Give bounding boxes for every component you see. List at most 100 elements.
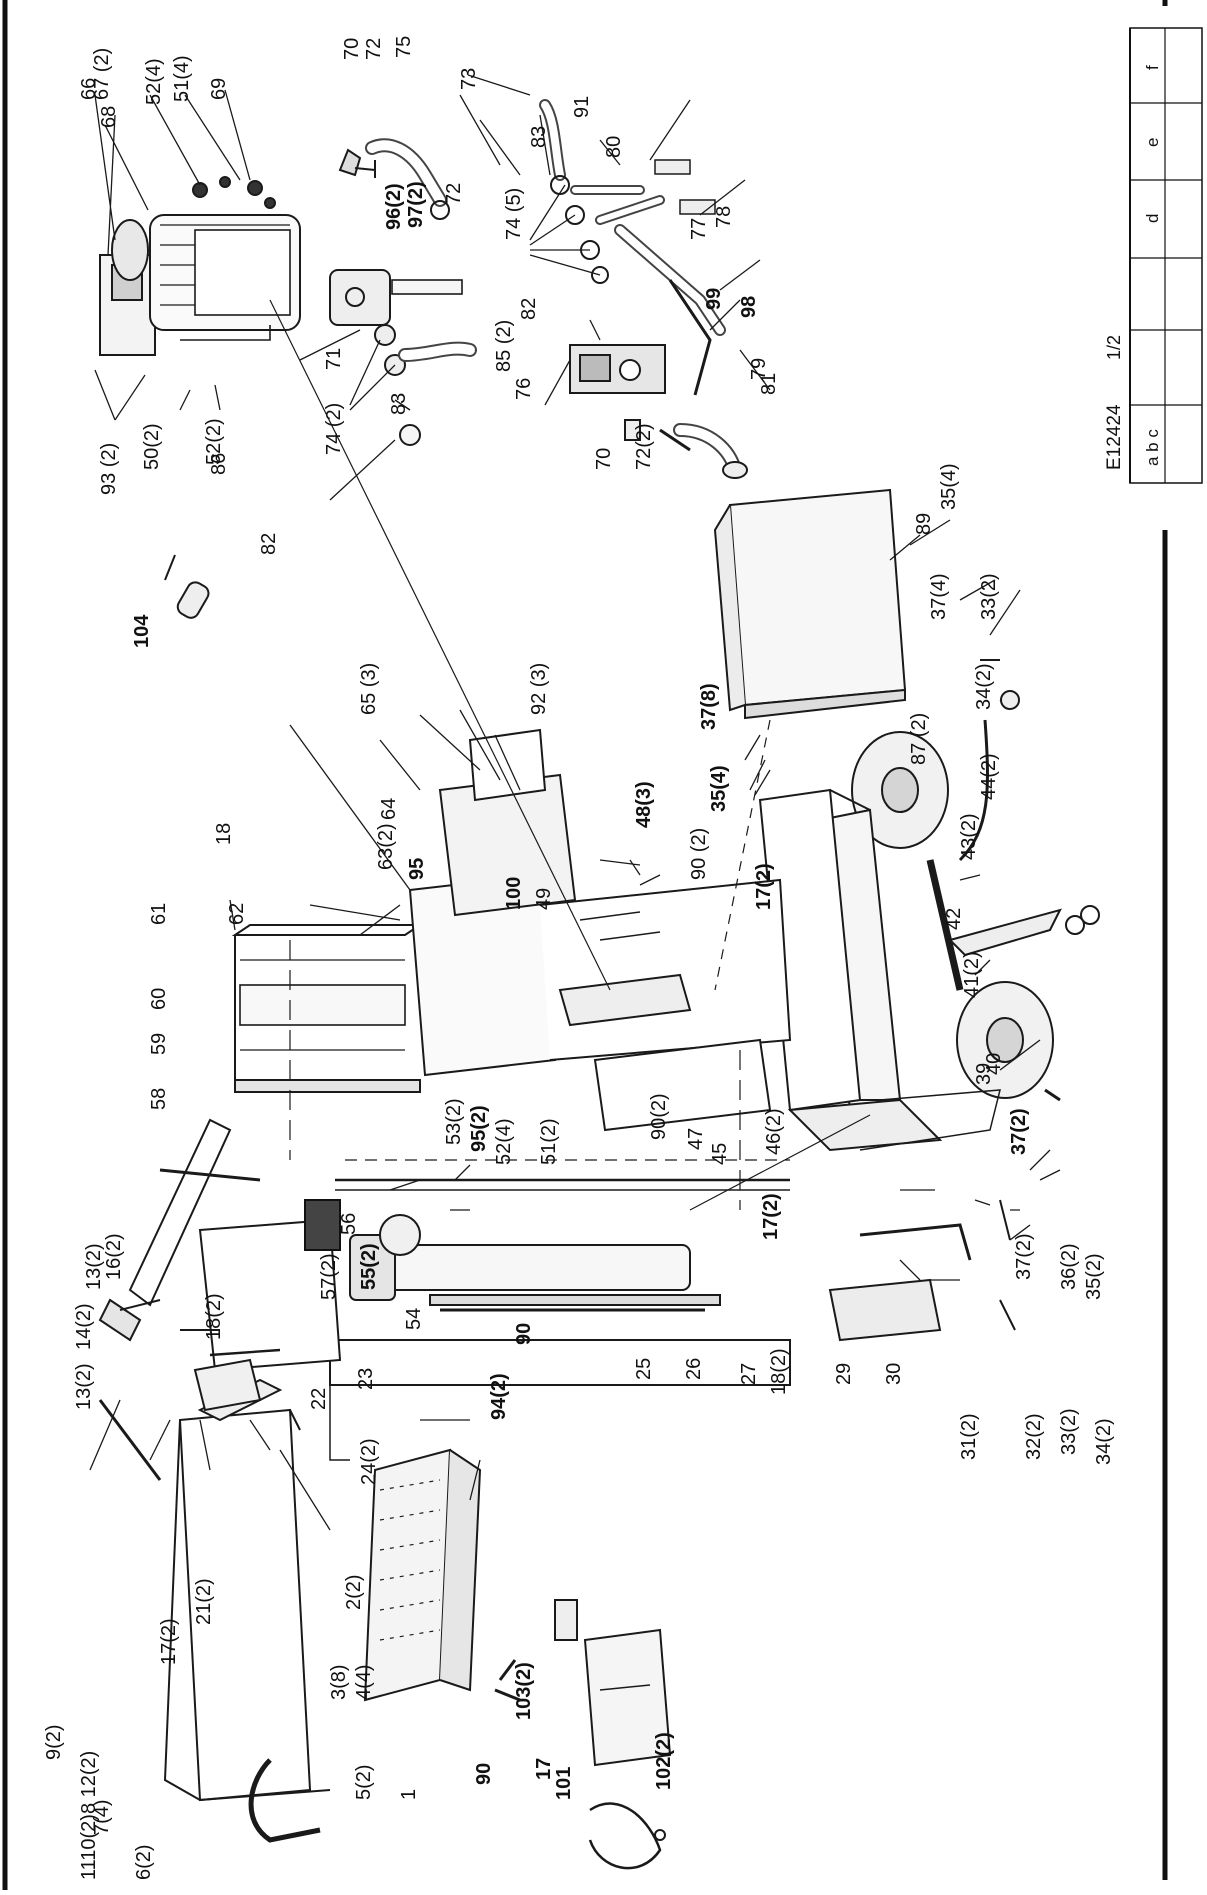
part-label-36: 36(2): [1058, 1243, 1080, 1290]
part-label-99: 99: [703, 288, 725, 310]
cover-89-drawing: [713, 488, 907, 720]
part-label-51b: 51(2): [538, 1118, 560, 1165]
part-label-18a: 18: [213, 823, 235, 845]
part-label-47: 47: [685, 1128, 707, 1150]
part-label-93: 93 (2): [98, 443, 120, 495]
drawing-number: E12424: [1104, 404, 1125, 470]
part-label-30: 30: [883, 1363, 905, 1385]
part-label-23: 23: [355, 1368, 377, 1390]
part-label-7: 7(4): [91, 1799, 113, 1835]
title-block: a b c d e f E12424 1/2: [1104, 27, 1203, 484]
part-label-34b: 34(2): [1093, 1418, 1115, 1465]
drawing-art: [89, 74, 1100, 1870]
part-label-70a: 70: [341, 38, 363, 60]
rev-cell-f: f: [1143, 65, 1162, 70]
part-label-35c: 35(2): [1083, 1253, 1105, 1300]
part-label-102: 102(2): [653, 1732, 675, 1790]
part-label-80: 80: [603, 136, 625, 158]
part-label-73: 73: [458, 68, 480, 90]
part-label-24: 24(2): [358, 1438, 380, 1485]
part-label-79: 79: [748, 358, 770, 380]
part-label-72c: 72(2): [633, 423, 655, 470]
part-label-25: 25: [633, 1358, 655, 1380]
part-label-33a: 33(2): [978, 573, 1000, 620]
part-label-60: 60: [148, 988, 170, 1010]
part-label-69: 69: [208, 78, 230, 100]
column-drawing: [408, 728, 792, 1132]
part-label-94: 94(2): [488, 1373, 510, 1420]
part-label-96: 96(2): [383, 183, 405, 230]
part-label-13a: 13(2): [83, 1243, 105, 1290]
part-label-49: 49: [533, 888, 555, 910]
sheet-number: 1/2: [1104, 335, 1124, 360]
table-plate-drawing: [363, 1448, 482, 1702]
part-label-81: 81: [758, 373, 780, 395]
part-label-2: 2(2): [343, 1574, 365, 1610]
part-label-27: 27: [738, 1363, 760, 1385]
part-label-59: 59: [148, 1033, 170, 1055]
part-label-52c: 52(4): [493, 1118, 515, 1165]
cylinder-drawing: [349, 1234, 721, 1312]
part-label-62: 62: [226, 903, 248, 925]
part-label-76: 76: [513, 378, 535, 400]
part-label-64: 64: [378, 798, 400, 820]
part-label-72b: 72: [443, 183, 465, 205]
leader-lines: [89, 74, 1061, 1531]
part-label-74b: 74 (2): [323, 403, 345, 455]
part-label-54: 54: [403, 1308, 425, 1330]
part-label-92: 92 (3): [528, 663, 550, 715]
rev-cell-abc: a b c: [1143, 429, 1162, 466]
rails-drawing: [335, 1159, 790, 1191]
part-label-17d: 17: [533, 1758, 555, 1780]
part-label-83a: 83: [528, 126, 550, 148]
part-label-77: 77: [688, 218, 710, 240]
part-label-57: 57(2): [318, 1253, 340, 1300]
part-label-11: 1110(2)8 12(2): [78, 1751, 100, 1880]
part-label-3: 3(8): [328, 1664, 350, 1700]
wheel-drawing: [851, 659, 1100, 1102]
part-label-48: 48(3): [633, 781, 655, 828]
part-label-21: 21(2): [193, 1578, 215, 1625]
part-label-5: 5(2): [353, 1764, 375, 1800]
part-label-103: 103(2): [513, 1662, 535, 1720]
part-label-90a: 90 (2): [688, 828, 710, 880]
part-label-95b: 95(2): [468, 1105, 490, 1152]
part-label-52b: 52(2): [203, 418, 225, 465]
part-label-68: 68: [98, 106, 120, 128]
part-label-83b: 83: [388, 393, 410, 415]
part-label-53: 53(2): [443, 1098, 465, 1145]
part-label-95a: 95: [406, 858, 428, 880]
part-label-22: 22: [308, 1388, 330, 1410]
part-label-51a: 51(4): [171, 55, 193, 102]
part-label-52a: 52(4): [143, 58, 165, 105]
part-label-104: 104: [131, 614, 153, 648]
part-label-45: 45: [709, 1143, 731, 1165]
part-label-72a: 72: [363, 38, 385, 60]
part-label-41: 41(2): [961, 951, 983, 998]
part-label-40: 40: [983, 1053, 1005, 1075]
rev-cell-d: d: [1143, 214, 1162, 223]
part-label-17c: 17(2): [158, 1618, 180, 1665]
part-label-85: 85 (2): [493, 320, 515, 372]
small-parts-drawing: [164, 554, 672, 1870]
part-label-56: 56: [338, 1213, 360, 1235]
part-label-71: 71: [323, 348, 345, 370]
valve-drawing: [539, 99, 748, 479]
assembly-lines: [269, 299, 871, 1211]
part-label-17b: 17(2): [760, 1193, 782, 1240]
rev-cell-e: e: [1143, 138, 1162, 147]
part-label-90c: 90: [513, 1323, 535, 1345]
part-label-37a: 37(4): [928, 573, 950, 620]
part-label-33b: 33(2): [1058, 1408, 1080, 1455]
part-label-37c: 37(2): [1008, 1108, 1030, 1155]
part-label-100: 100: [503, 877, 525, 910]
part-label-58: 58: [148, 1088, 170, 1110]
part-label-35a: 35(4): [938, 463, 960, 510]
part-label-55: 55(2): [358, 1243, 380, 1290]
part-label-82a: 82: [518, 298, 540, 320]
part-label-29: 29: [833, 1363, 855, 1385]
part-label-1: 1: [398, 1789, 420, 1800]
part-label-37b: 37(8): [698, 683, 720, 730]
